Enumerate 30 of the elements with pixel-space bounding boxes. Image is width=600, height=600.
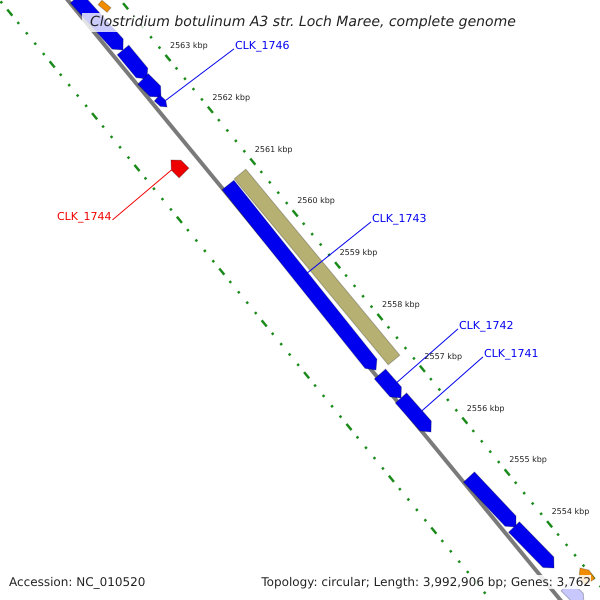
accession-text: Accession: NC_010520 — [9, 575, 146, 590]
scale-label: 2554 kbp — [552, 507, 590, 517]
scale-label: 2561 kbp — [254, 144, 292, 154]
leader-line — [112, 170, 172, 220]
scale-label: 2557 kbp — [424, 352, 462, 362]
scale-label: 2558 kbp — [382, 300, 420, 310]
gene-label: CLK_1746 — [235, 39, 290, 52]
gene-feature — [116, 44, 148, 80]
leader-line — [422, 356, 484, 412]
gene-feature — [374, 368, 402, 399]
scale-label: 2563 kbp — [170, 41, 208, 51]
gene-feature — [170, 159, 190, 179]
scale-label: 2556 kbp — [466, 404, 504, 414]
scale-label: 2560 kbp — [297, 196, 335, 206]
gene-label: CLK_1743 — [372, 212, 427, 226]
leader-line — [307, 221, 372, 274]
scale-label: 2562 kbp — [212, 92, 250, 102]
leader-line — [396, 328, 458, 383]
gene-feature — [154, 94, 168, 108]
leader-line — [165, 48, 234, 101]
gene-feature — [394, 392, 432, 433]
gene-label: CLK_1741 — [484, 347, 539, 360]
gene-label: CLK_1742 — [459, 319, 514, 332]
gene-feature — [462, 471, 516, 528]
scale-label: 2559 kbp — [340, 248, 378, 258]
genome-info-text: Topology: circular; Length: 3,992,906 bp; Genes: 3,762 — [261, 575, 591, 590]
gene-feature — [137, 73, 162, 98]
scale-label: 2555 kbp — [509, 455, 547, 465]
gene-label: CLK_1744 — [57, 210, 112, 224]
gene-feature — [508, 521, 554, 569]
